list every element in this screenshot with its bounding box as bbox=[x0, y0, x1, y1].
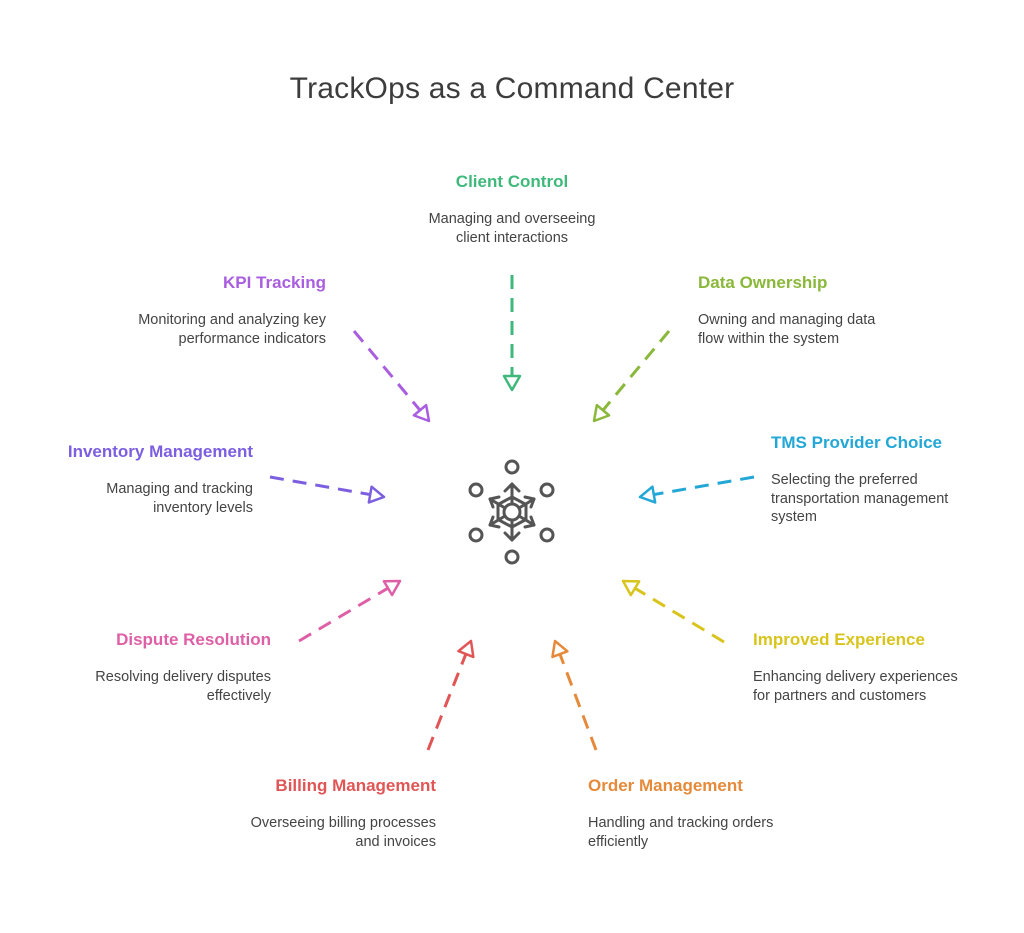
arrow-head bbox=[367, 485, 386, 504]
arrow-inventory-management bbox=[269, 475, 386, 504]
diagram-title: TrackOps as a Command Center bbox=[289, 72, 735, 105]
arrow-head bbox=[621, 579, 641, 597]
node-description: Enhancing delivery experiences for partne… bbox=[753, 668, 1013, 705]
node-description: Monitoring and analyzing key performance … bbox=[66, 311, 326, 348]
description-line: client interactions bbox=[455, 229, 569, 246]
description-line: Managing and overseeing bbox=[428, 211, 596, 227]
description-line: for partners and customers bbox=[753, 687, 927, 704]
description-line: Managing and tracking bbox=[106, 481, 253, 497]
arrow-data-ownership bbox=[592, 330, 671, 423]
description-line: inventory levels bbox=[153, 499, 253, 516]
description-line: Owning and managing data bbox=[698, 312, 876, 328]
arrow-head bbox=[502, 374, 522, 392]
node-description: Overseeing billing processes and invoices bbox=[196, 814, 436, 851]
arrow-shaft bbox=[601, 330, 671, 412]
description-line: effectively bbox=[206, 687, 271, 704]
arrow-order-management bbox=[551, 639, 598, 751]
description-line: Enhancing delivery experiences bbox=[753, 669, 958, 685]
node-description: Managing and tracking inventory levels bbox=[0, 480, 253, 517]
description-line: Selecting the preferred bbox=[771, 472, 918, 488]
arrow-shaft bbox=[269, 475, 371, 497]
arrow-head bbox=[638, 485, 657, 504]
arrow-head bbox=[551, 639, 569, 659]
arrow-head bbox=[412, 403, 431, 423]
arrow-head bbox=[382, 579, 402, 597]
hub-network-icon bbox=[468, 459, 555, 565]
arrow-shaft bbox=[653, 475, 755, 497]
node-heading: Improved Experience bbox=[753, 630, 925, 649]
arrow-shaft bbox=[426, 653, 468, 751]
description-line: Resolving delivery disputes bbox=[95, 669, 271, 685]
node-heading: Billing Management bbox=[275, 776, 436, 795]
arrow-shaft bbox=[298, 586, 389, 643]
description-line: system bbox=[771, 509, 817, 525]
node-description: Handling and tracking orders efficiently bbox=[588, 814, 828, 851]
arrow-shaft bbox=[634, 586, 725, 644]
node-description: Resolving delivery disputes effectively bbox=[11, 668, 271, 705]
description-line: Monitoring and analyzing key bbox=[138, 312, 326, 328]
node-heading: KPI Tracking bbox=[223, 273, 326, 292]
node-heading: Data Ownership bbox=[698, 273, 828, 292]
node-description: Selecting the preferred transportation ma… bbox=[771, 471, 1011, 527]
arrow-client-control bbox=[502, 275, 522, 392]
node-heading: Inventory Management bbox=[67, 442, 253, 461]
description-line: flow within the system bbox=[698, 330, 840, 347]
description-line: performance indicators bbox=[178, 330, 327, 347]
arrow-shaft bbox=[352, 330, 422, 412]
arrow-head bbox=[457, 639, 475, 659]
description-line: Handling and tracking orders bbox=[588, 815, 774, 831]
arrow-dispute-resolution bbox=[298, 579, 402, 643]
arrow-improved-experience bbox=[621, 579, 725, 644]
description-line: Overseeing billing processes bbox=[250, 815, 436, 831]
node-description: Owning and managing data flow within the … bbox=[698, 311, 938, 348]
node-heading: Dispute Resolution bbox=[116, 630, 271, 649]
description-line: transportation management bbox=[771, 490, 949, 507]
arrow-kpi-tracking bbox=[352, 330, 431, 423]
node-heading: Client Control bbox=[455, 172, 569, 191]
node-description: Managing and overseeing client interactio… bbox=[382, 210, 642, 247]
node-heading: Order Management bbox=[588, 776, 743, 795]
arrow-tms-provider-choice bbox=[638, 475, 755, 504]
description-line: and invoices bbox=[355, 833, 436, 850]
node-heading: TMS Provider Choice bbox=[771, 433, 942, 452]
arrow-billing-management bbox=[426, 639, 475, 751]
description-line: efficiently bbox=[588, 833, 649, 850]
arrow-head bbox=[592, 403, 611, 423]
arrow-shaft bbox=[558, 653, 598, 751]
connector-arrows bbox=[269, 275, 755, 751]
